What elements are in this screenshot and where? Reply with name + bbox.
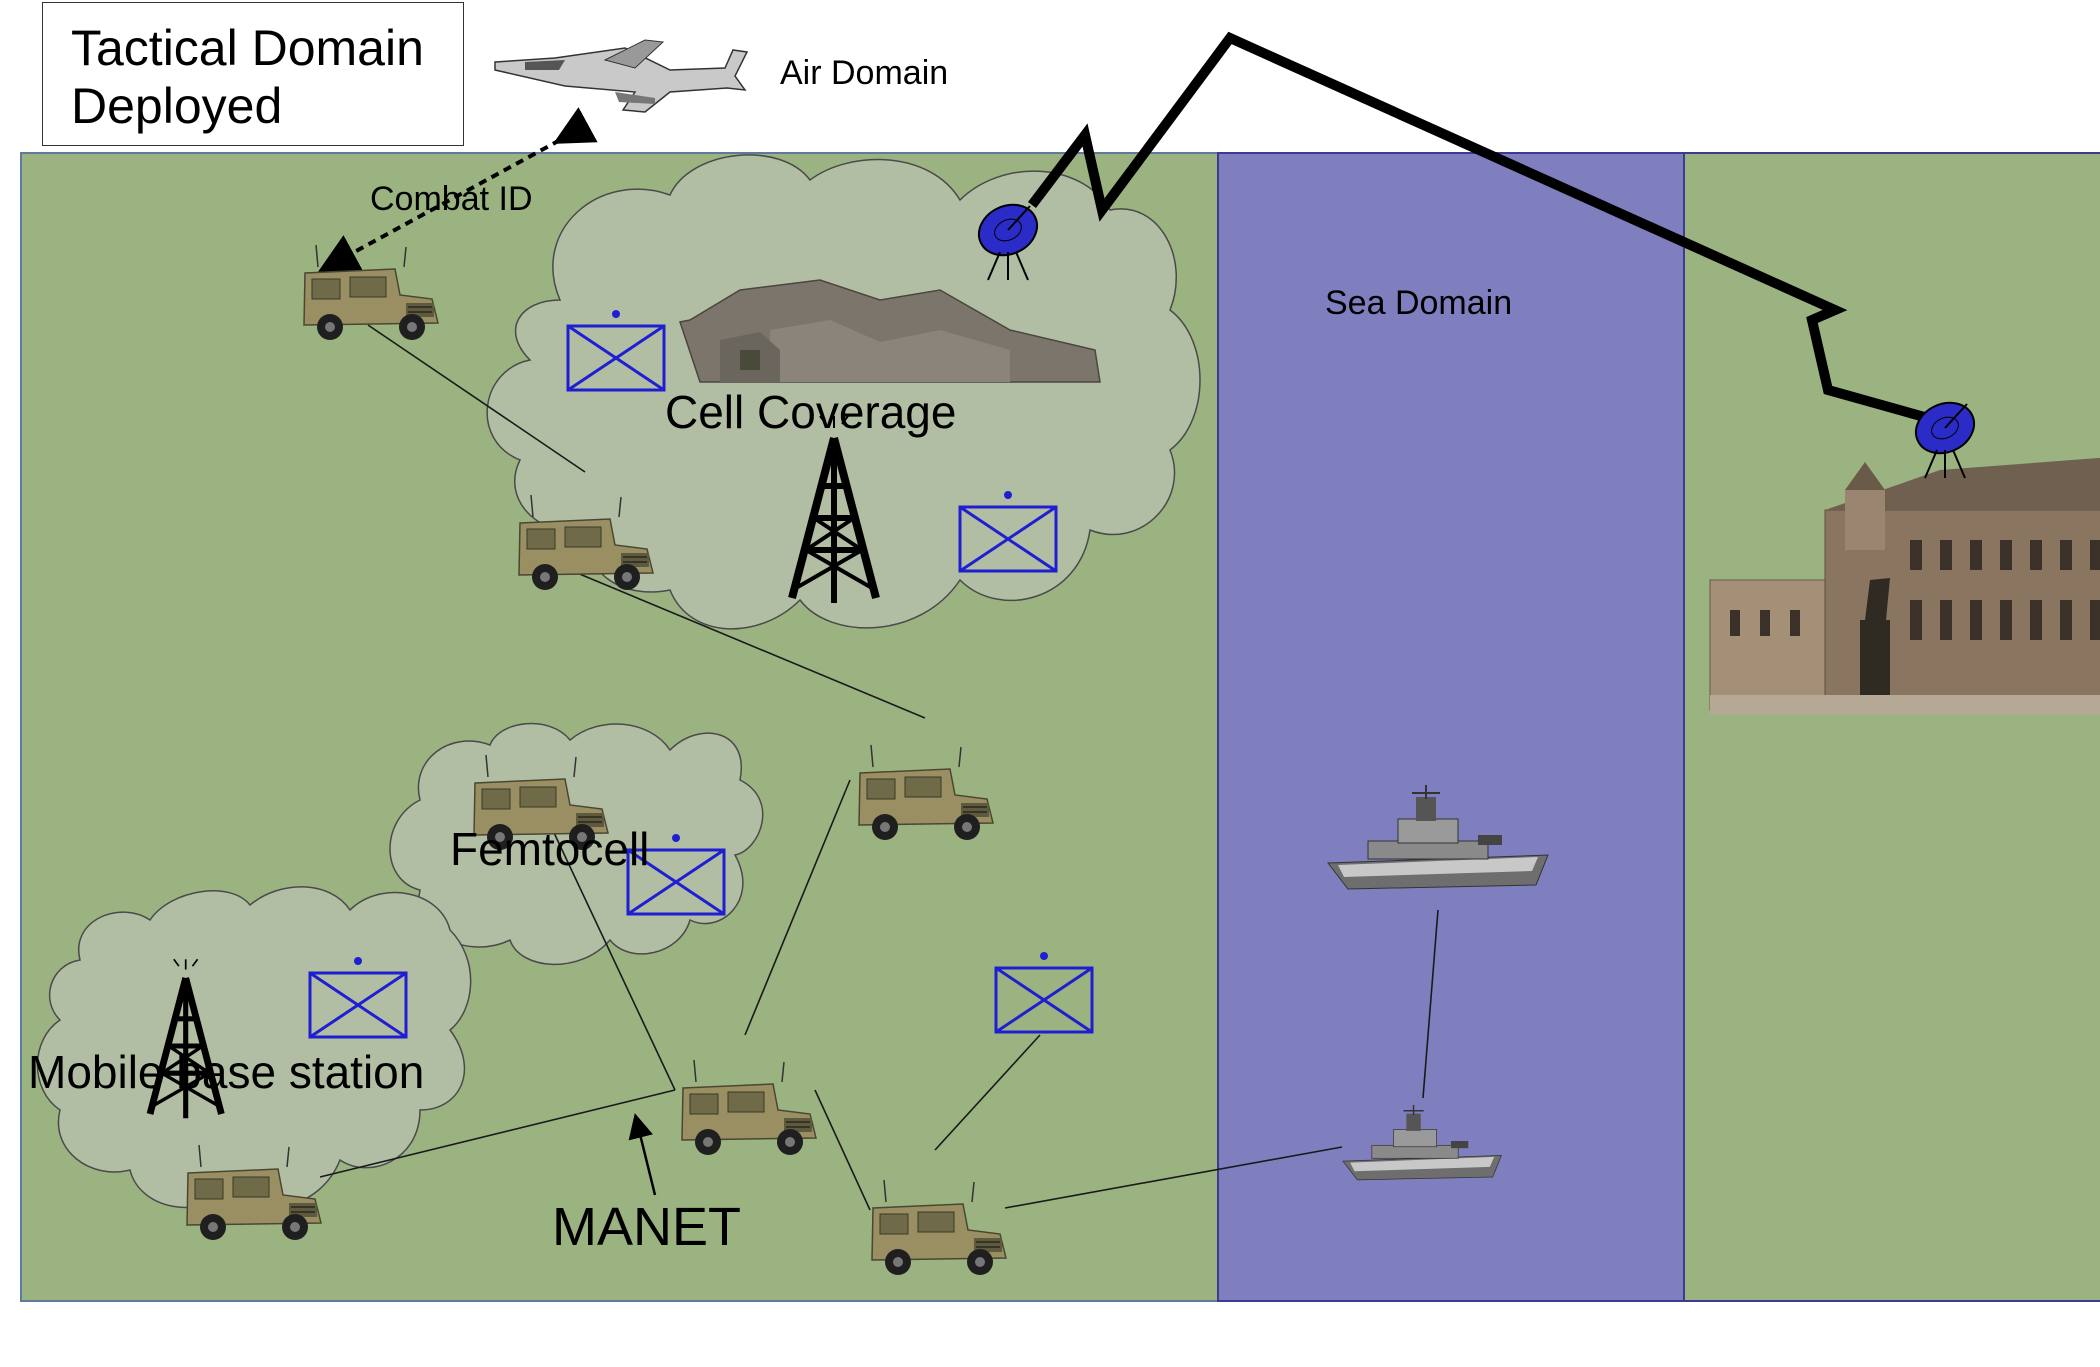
network-links: [319, 324, 1439, 1211]
sea-domain-label: Sea Domain: [1325, 284, 1512, 322]
fighter-jet-icon: [494, 39, 749, 113]
title-line-1: Tactical Domain: [71, 20, 424, 76]
sea-domain-area: [1217, 152, 1685, 1302]
home-domain-area: [1683, 152, 2100, 1302]
air-domain-label: Air Domain: [780, 54, 948, 92]
satellite-link: [1028, 31, 1937, 425]
field-camp-icon: [679, 279, 1101, 383]
mobile-base-station-cloud: [36, 886, 472, 1209]
title-box: Tactical Domain Deployed: [42, 2, 464, 146]
manet-pointer-arrow: [628, 1113, 657, 1196]
diagram-title: Tactical Domain Deployed: [71, 19, 424, 135]
headquarters-building-icon: [1709, 457, 2100, 715]
mobile-base-station-label: Mobile base station: [28, 1046, 424, 1098]
combat-id-link: [317, 107, 598, 272]
femtocell-label: Femtocell: [450, 823, 649, 875]
cell-coverage-cloud: [486, 154, 1201, 630]
title-line-2: Deployed: [71, 78, 283, 134]
manet-label: MANET: [552, 1197, 741, 1257]
cell-coverage-label: Cell Coverage: [665, 386, 956, 438]
combat-id-label: Combat ID: [370, 180, 533, 218]
